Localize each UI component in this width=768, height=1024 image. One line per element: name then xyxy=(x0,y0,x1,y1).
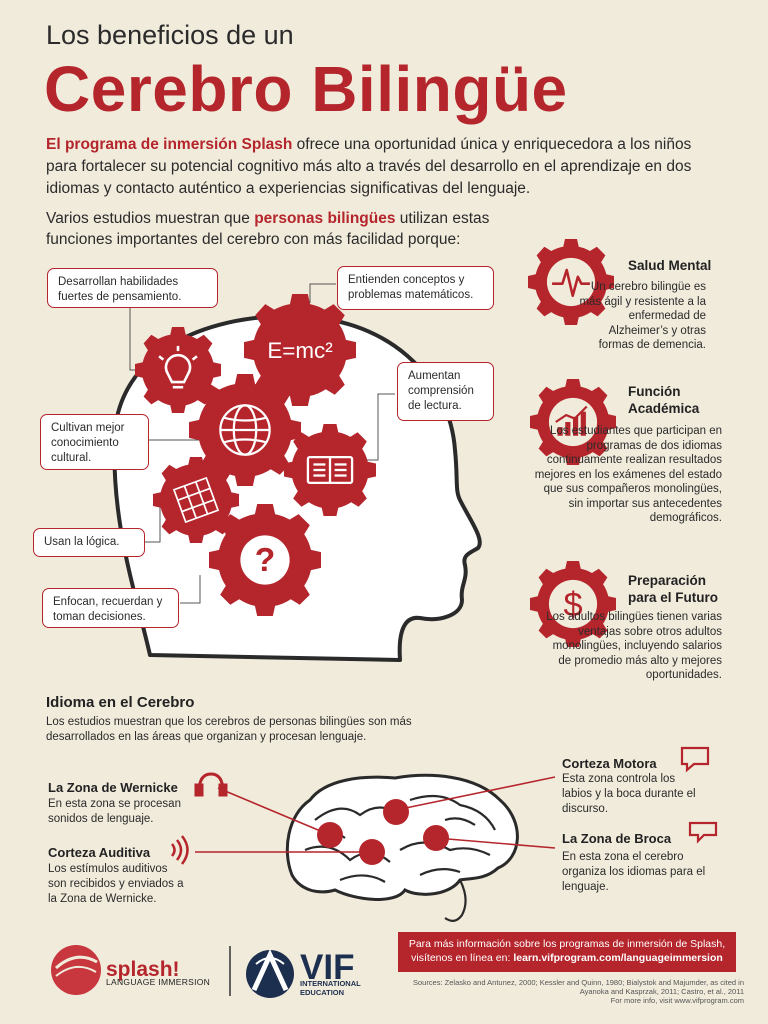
study-highlight: personas bilingües xyxy=(254,210,396,227)
info-line1: Para más información sobre los programas… xyxy=(408,938,726,950)
vif-logo-icon xyxy=(246,948,294,998)
vif-sub-line1: INTERNATIONAL xyxy=(300,979,361,988)
box-thinking: Desarrollan habilidades fuertes de pensa… xyxy=(47,268,218,308)
info-line2: visítenos en línea en: xyxy=(411,952,514,964)
dollar-icon: $ xyxy=(563,586,582,624)
globe-icon xyxy=(219,404,271,456)
box-logic: Usan la lógica. xyxy=(33,528,145,557)
book-icon xyxy=(306,455,354,485)
sources-line2: Ayanoka and Kasprzak, 2011; Castro, et a… xyxy=(579,987,744,996)
page-title: Cerebro Bilingüe xyxy=(44,53,568,125)
growth-chart-icon xyxy=(557,411,586,436)
future-text: Los adultos bilingües tienen varias vent… xyxy=(546,611,722,681)
future-title: Preparación para el Futuro xyxy=(628,573,719,605)
emc2-label: E=mc² xyxy=(267,338,333,363)
wernicke-title: La Zona de Wernicke xyxy=(48,780,178,795)
study-pre: Varios estudios muestran que xyxy=(46,210,255,227)
speech-bubble-icon xyxy=(680,746,710,773)
globe-gear xyxy=(189,374,301,486)
splash-logo-subtitle: LANGUAGE IMMERSION xyxy=(106,977,211,987)
mental-health-text: Un cerebro bilingüe es más ágil y resist… xyxy=(579,281,706,351)
puzzle-icon xyxy=(172,476,220,524)
lightbulb-icon xyxy=(158,345,198,389)
book-gear xyxy=(284,424,376,516)
broca-text: En esta zona el cerebro organiza los idi… xyxy=(562,851,706,893)
academic-title: Función Académica xyxy=(628,384,700,416)
question-gear: ? xyxy=(209,504,321,616)
auditiva-title: Corteza Auditiva xyxy=(48,845,151,860)
mental-health-title: Salud Mental xyxy=(628,258,712,273)
heartbeat-gear xyxy=(528,239,614,325)
box-reading: Aumentan comprensión de lectura. xyxy=(397,362,494,421)
intro-highlight: El programa de inmersión Splash xyxy=(46,136,293,153)
dollar-gear: $ xyxy=(530,561,616,647)
intro-text: ofrece una oportunidad única y enriquece… xyxy=(46,136,692,197)
intro-paragraph: El programa de inmersión Splash ofrece u… xyxy=(46,134,726,200)
lightbulb-gear xyxy=(135,327,221,413)
wernicke-text: En esta zona se procesan sonidos de leng… xyxy=(48,798,181,825)
sources-text: Sources: Zelasko and Antunez, 2000; Kess… xyxy=(398,978,744,1005)
sources-line1: Sources: Zelasko and Antunez, 2000; Kess… xyxy=(412,978,744,987)
heartbeat-icon xyxy=(552,268,590,298)
vif-logo-text: VIF xyxy=(300,948,355,987)
sources-line3: For more info, visit www.vifprogram.com xyxy=(610,996,744,1005)
box-focus: Enfocan, recuerdan y toman decisiones. xyxy=(42,588,179,628)
splash-logo-text: splash! xyxy=(106,958,180,981)
box-math: Entienden conceptos y problemas matemáti… xyxy=(337,266,494,310)
growth-chart-gear xyxy=(530,379,616,465)
motora-title: Corteza Motora xyxy=(562,756,657,771)
language-section-title: Idioma en el Cerebro xyxy=(46,694,195,711)
emc2-gear: E=mc² xyxy=(244,294,356,406)
vif-sub-line2: EDUCATION xyxy=(300,987,345,997)
academic-text: Los estudiantes que participan en progra… xyxy=(534,425,722,524)
motora-text: Esta zona controla los labios y la boca … xyxy=(562,773,696,815)
splash-logo-icon xyxy=(51,945,101,995)
question-icon: ? xyxy=(255,542,276,579)
study-paragraph: Varios estudios muestran que personas bi… xyxy=(46,208,516,250)
sound-waves-icon xyxy=(170,835,189,865)
speech-bubble-small-icon xyxy=(688,821,718,844)
box-culture: Cultivan mejor conocimiento cultural. xyxy=(40,414,149,470)
brain-illustration xyxy=(195,773,556,922)
info-url-link[interactable]: learn.vifprogram.com/languageimmersion xyxy=(513,952,723,964)
auditiva-text: Los estímulos auditivos son recibidos y … xyxy=(48,863,184,905)
study-post: utilizan estas funciones importantes del… xyxy=(46,210,490,248)
puzzle-gear xyxy=(153,457,239,543)
language-section-text: Los estudios muestran que los cerebros d… xyxy=(46,716,412,743)
vif-logo-subtitle: INTERNATIONAL EDUCATION xyxy=(300,979,361,997)
headphones-icon xyxy=(194,772,228,797)
subtitle: Los beneficios de un xyxy=(46,20,294,50)
broca-title: La Zona de Broca xyxy=(562,831,672,846)
info-banner: Para más información sobre los programas… xyxy=(398,932,736,972)
